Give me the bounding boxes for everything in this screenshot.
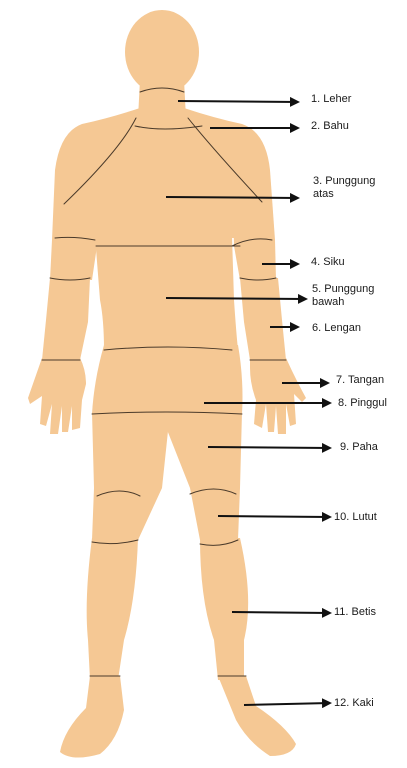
left-hand [28, 358, 86, 434]
arrow-paha [207, 442, 332, 453]
left-calf [86, 538, 138, 680]
right-hand [250, 358, 306, 434]
body-silhouette [28, 10, 306, 758]
label-betis: 11. Betis [334, 606, 376, 618]
label-arrows [165, 96, 332, 709]
left-forearm [42, 278, 90, 360]
label-pinggul: 8. Pinggul [338, 397, 387, 409]
label-siku: 4. Siku [311, 256, 345, 268]
left-upper-arm [50, 170, 97, 280]
label-paha: 9. Paha [340, 441, 378, 453]
label-tangan: 7. Tangan [336, 374, 385, 386]
label-bahu: 2. Bahu [311, 120, 349, 132]
right-foot [218, 676, 296, 756]
arrow-punggung-bawah [165, 293, 308, 304]
arrow-kaki [243, 698, 332, 709]
abdomen [95, 236, 238, 350]
label-lengan: 6. Lengan [312, 322, 361, 334]
arrow-leher [177, 96, 300, 107]
arrow-betis [231, 607, 332, 618]
head [125, 10, 199, 94]
label-kaki: 12. Kaki [334, 697, 374, 709]
label-lutut: 10. Lutut [334, 511, 377, 523]
right-calf [200, 538, 249, 680]
torso [55, 108, 270, 238]
arrow-punggung-atas [165, 192, 300, 203]
right-thigh [160, 412, 242, 540]
hips [92, 345, 243, 414]
left-foot [60, 676, 124, 758]
label-leher: 1. Leher [311, 93, 352, 105]
left-thigh [92, 412, 170, 540]
label-punggung-bawah: 5. Punggung bawah [312, 283, 375, 308]
label-punggung-atas: 3. Punggung atas [313, 175, 376, 200]
right-forearm [240, 278, 286, 360]
arrow-lutut [217, 511, 332, 522]
segment-lines [41, 87, 287, 677]
